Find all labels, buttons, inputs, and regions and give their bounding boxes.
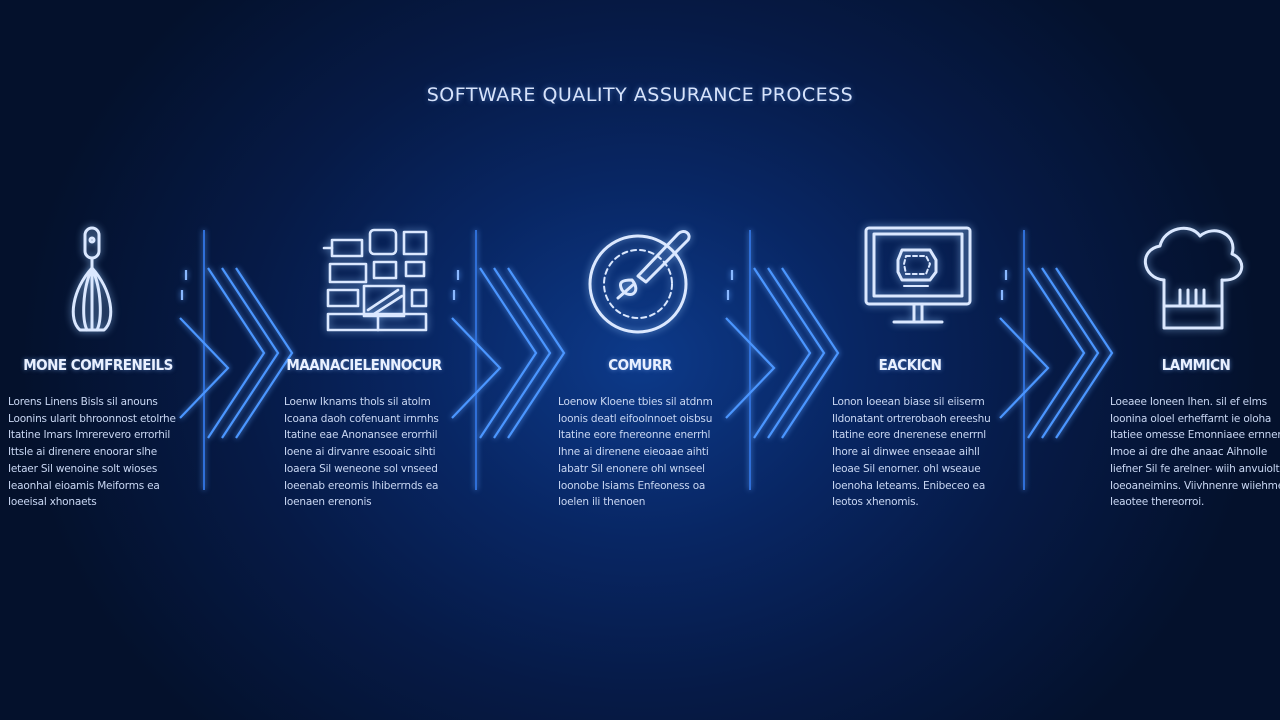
chevron-arrow-icon — [998, 228, 1138, 498]
chevron-arrow-icon — [724, 228, 864, 498]
ingredients-icon — [318, 220, 438, 340]
chevron-arrow-icon — [178, 228, 318, 498]
bowl-spoon-icon — [582, 220, 702, 340]
stage-label: COMURR — [608, 356, 672, 374]
stage-description: Loeaee Ioneen Ihen. sil ef elms Ioonina … — [1110, 396, 1280, 509]
chevron-arrow-icon — [450, 228, 590, 498]
stage-description: Lonon Ioeean biase sil eiiserm Ildonatan… — [832, 396, 991, 509]
stage-description: Loenw Iknams thols sil atolm Icoana daoh… — [284, 396, 439, 509]
whisk-icon — [32, 220, 152, 340]
stage-label: EACKICN — [878, 356, 942, 374]
stage-description: Loenow Kloene tbies sil atdnm Ioonis dea… — [558, 396, 713, 509]
diagram-title: SOFTWARE QUALITY ASSURANCE PROCESS — [426, 84, 854, 106]
stage-label: LAMMICN — [1161, 356, 1231, 374]
stage-description: Lorens Linens Bisls sil anouns Loonins u… — [8, 396, 176, 509]
stage-label: MONE COMFRENEILS — [23, 356, 173, 374]
monitor-icon — [858, 220, 978, 340]
stage-label: MAANACIELENNOCUR — [286, 356, 442, 374]
chef-hat-icon — [1132, 220, 1252, 340]
